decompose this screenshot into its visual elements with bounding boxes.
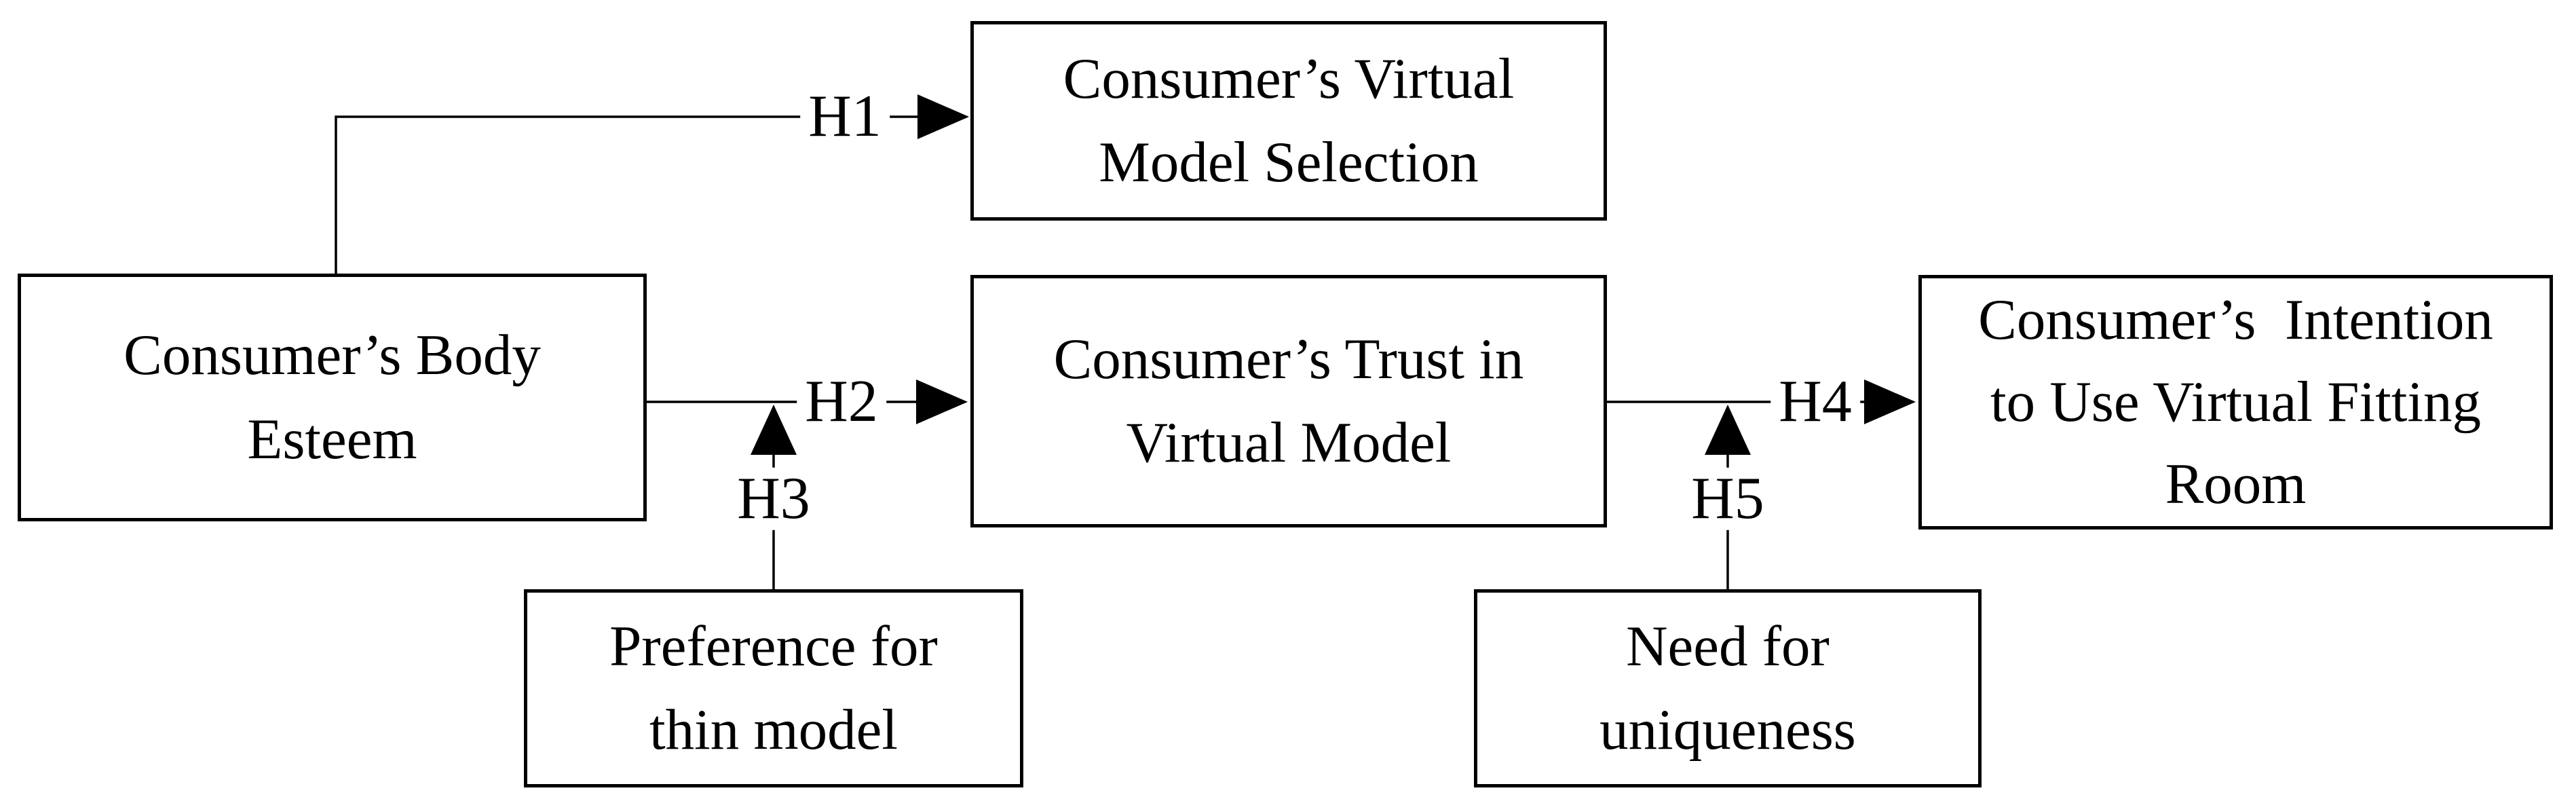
h2-arrowhead [916,379,968,424]
h4-arrowhead [1864,379,1916,424]
h3-arrowhead [751,405,797,455]
box-label-line: Preference for [609,614,938,678]
box-trust-in-virtual-model: Consumer’s Trust in Virtual Model [970,275,1607,527]
box-label-line: Room [2165,451,2307,516]
box-need-for-uniqueness: Need for uniqueness [1474,589,1982,787]
box-label-line: Consumer’s Intention [1978,288,2493,352]
box-label-line: Need for [1626,614,1830,678]
box-virtual-model-selection: Consumer’s Virtual Model Selection [970,21,1607,221]
box-label-line: Consumer’s Body [124,323,541,388]
box-consumer-body-esteem: Consumer’s Body Esteem [18,274,647,521]
box-label-line: to Use Virtual Fitting [1990,370,2481,434]
box-preference-thin-model: Preference for thin model [524,589,1023,787]
box-label-line: Esteem [247,407,417,471]
h1-connector [335,115,960,274]
h2-label: H2 [797,370,886,434]
h3-label: H3 [729,467,818,531]
box-intention-to-use-vfr: Consumer’s Intention to Use Virtual Fitt… [1918,275,2553,529]
box-label-line: Consumer’s Virtual [1063,46,1515,111]
box-label-line: Model Selection [1099,130,1479,194]
h5-label: H5 [1683,467,1773,531]
box-label-line: thin model [649,698,898,762]
box-label-line: Consumer’s Trust in [1053,327,1524,391]
box-label-line: uniqueness [1599,698,1856,762]
box-label-line: Virtual Model [1126,411,1452,475]
h1-arrowhead [917,94,969,139]
h5-arrowhead [1705,405,1751,455]
h4-label: H4 [1770,370,1860,434]
h1-label: H1 [800,85,890,149]
